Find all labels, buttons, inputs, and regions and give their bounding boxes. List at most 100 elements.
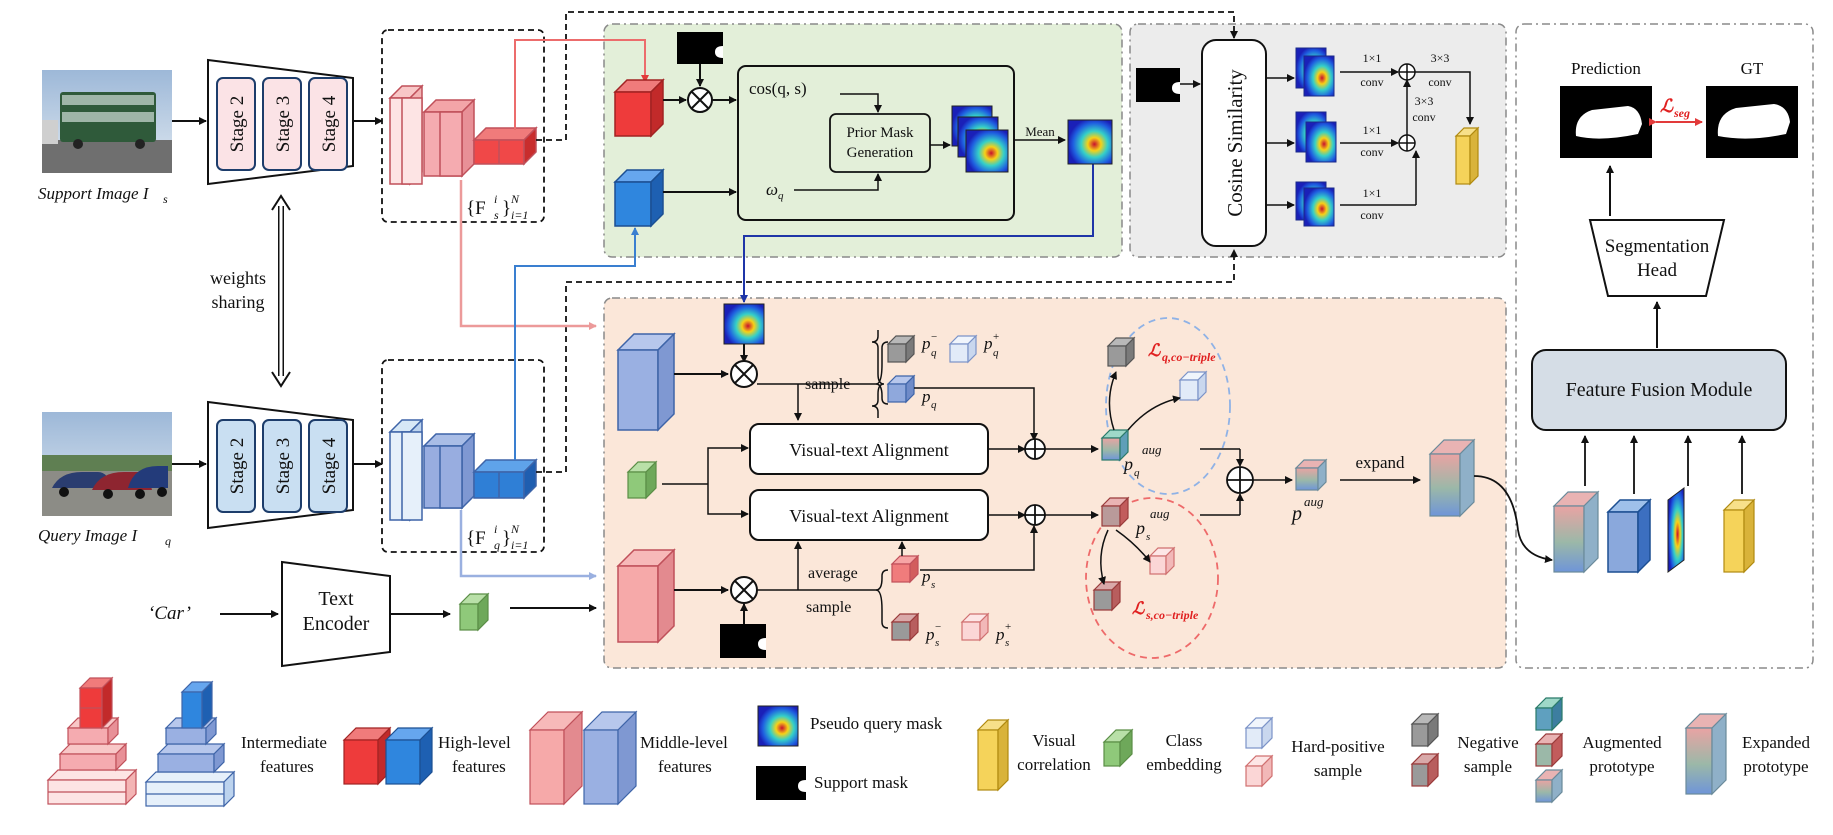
- neg-in-s-triple: [1092, 580, 1122, 612]
- class-embedding-cube-input: [458, 592, 490, 632]
- legend-expanded-2: prototype: [1743, 757, 1808, 776]
- text-encoder-line2: Encoder: [303, 613, 370, 635]
- multiply-node-prior: [687, 87, 713, 113]
- svg-text:−: −: [931, 331, 937, 343]
- support-stage-3: Stage 3: [273, 96, 294, 152]
- svg-text:p: p: [983, 334, 993, 353]
- support-feature-stack: [388, 84, 538, 186]
- p-aug-label: p: [1290, 503, 1302, 525]
- svg-text:aug: aug: [1304, 494, 1324, 509]
- legend-negative-2: sample: [1464, 757, 1512, 776]
- legend-intermediate-2: features: [260, 757, 314, 776]
- legend-middle-1: Middle-level: [640, 733, 728, 752]
- proto-s: [890, 554, 920, 584]
- mean-label: Mean: [1025, 124, 1055, 139]
- prediction-label: Prediction: [1571, 59, 1641, 78]
- svg-text:i: i: [494, 192, 497, 206]
- svg-text:1×1: 1×1: [1363, 186, 1382, 200]
- support-features-label: {F i s } N i=1: [466, 192, 528, 222]
- svg-text:q: q: [931, 347, 937, 359]
- svg-text:s: s: [163, 192, 168, 206]
- svg-text:s: s: [1146, 531, 1150, 543]
- support-encoder: [207, 58, 354, 186]
- aug-proto-q: [1100, 428, 1130, 462]
- svg-text:q: q: [778, 190, 784, 202]
- legend-high-2: features: [452, 757, 506, 776]
- sum-node-aug: [1226, 466, 1254, 494]
- svg-text:aug: aug: [1150, 506, 1170, 521]
- omega-label: ω: [766, 180, 778, 199]
- cosine-similarity-label: Cosine Similarity: [1223, 69, 1247, 217]
- legend-visual-corr-icon: [976, 718, 1010, 792]
- text-encoder-line1: Text: [318, 588, 354, 610]
- neg-sample-q: [886, 334, 916, 364]
- support-image-label: Support Image I: [38, 184, 150, 203]
- svg-text:q: q: [165, 534, 171, 548]
- support-image: [42, 70, 172, 173]
- text-encoder-shape: [281, 560, 391, 668]
- visual-correlation-cube: [1454, 126, 1480, 186]
- svg-text:conv: conv: [1428, 75, 1451, 89]
- query-middle-cube: [616, 332, 676, 432]
- svg-text:+: +: [1005, 621, 1011, 633]
- average-label: average: [808, 565, 858, 582]
- legend-class-emb-icon: [1102, 728, 1134, 768]
- svg-text:s: s: [935, 637, 939, 649]
- svg-text:{F: {F: [466, 528, 486, 549]
- legend-augmented-2: prototype: [1589, 757, 1654, 776]
- aug-proto-s: [1100, 496, 1130, 528]
- legend-visual-2: correlation: [1017, 755, 1091, 774]
- class-embedding-cube-align: [626, 460, 658, 500]
- p-s-label: p: [921, 567, 931, 586]
- gt-mask: [1706, 86, 1798, 158]
- query-stage-4: Stage 4: [319, 437, 340, 494]
- legend-augmented-1: Augmented: [1582, 733, 1662, 752]
- sum-nodes-cos: [1398, 63, 1416, 152]
- legend-intermediate-1: Intermediate: [241, 733, 327, 752]
- loss-seg: ℒ: [1660, 96, 1674, 116]
- svg-text:3×3: 3×3: [1431, 51, 1450, 65]
- weights-sharing-line1: weights: [210, 268, 266, 288]
- prior-mask-outer: [737, 65, 1015, 221]
- svg-text:s: s: [494, 208, 499, 222]
- legend-middle-2: features: [658, 757, 712, 776]
- svg-text:seg: seg: [1673, 106, 1690, 120]
- svg-text:1×1: 1×1: [1363, 123, 1382, 137]
- pos-in-s-triple: [1148, 546, 1176, 576]
- svg-text:conv: conv: [1360, 145, 1383, 159]
- legend-class-1: Class: [1166, 731, 1203, 750]
- expand-label: expand: [1355, 453, 1405, 472]
- support-stage-4: Stage 4: [319, 95, 340, 152]
- fusion-pseudo-mask: [1667, 487, 1685, 573]
- prior-mask-line2: Generation: [847, 145, 914, 161]
- svg-text:{F: {F: [466, 198, 486, 219]
- svg-text:}: }: [502, 528, 511, 549]
- svg-text:s: s: [1005, 637, 1009, 649]
- prediction-mask: [1560, 86, 1652, 158]
- legend-pseudo: Pseudo query mask: [810, 714, 943, 733]
- prior-mask-generation-box: [829, 113, 931, 173]
- p-q-aug-label: p: [1122, 454, 1133, 474]
- support-middle-cube: [616, 548, 676, 644]
- weights-sharing-arrow: [271, 194, 291, 388]
- expanded-proto-align: [1428, 438, 1476, 518]
- legend-expanded-1: Expanded: [1742, 733, 1810, 752]
- multiply-node-q: [730, 360, 758, 388]
- svg-text:3×3: 3×3: [1415, 94, 1434, 108]
- legend-augmented-icon: [1534, 696, 1564, 804]
- svg-text:i=1: i=1: [511, 208, 528, 222]
- vta-label-s: Visual-text Alignment: [789, 506, 948, 526]
- svg-text:−: −: [935, 621, 941, 633]
- query-high-cube-prior: [613, 168, 665, 228]
- q-triple-ellipse: [1105, 317, 1231, 495]
- aug-proto-final: [1294, 458, 1328, 492]
- pseudo-query-mask-prior: [1067, 119, 1113, 165]
- legend-middle-icon: [528, 710, 638, 806]
- svg-text:q,co−triple: q,co−triple: [1162, 350, 1216, 364]
- s-triple-ellipse: [1085, 497, 1219, 659]
- legend-support-mask: Support mask: [814, 773, 908, 792]
- support-features-box: [381, 29, 545, 223]
- svg-text:s: s: [931, 579, 935, 591]
- svg-text:q: q: [931, 399, 937, 411]
